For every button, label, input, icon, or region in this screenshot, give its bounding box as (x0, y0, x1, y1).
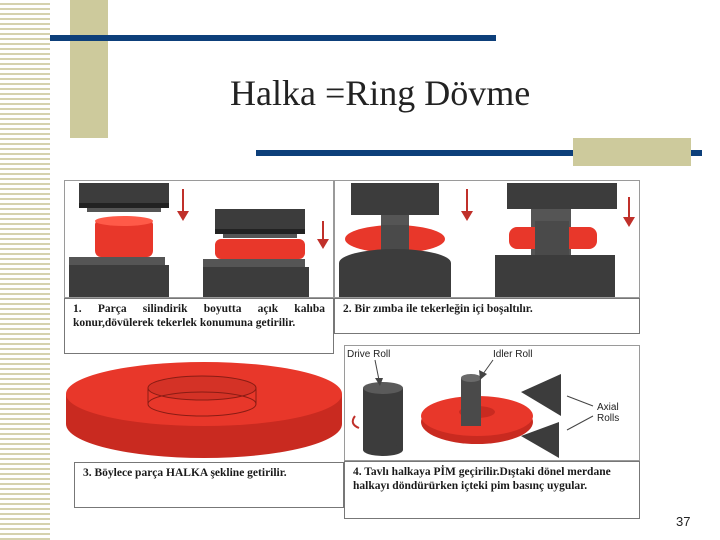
olive-accent-top (70, 0, 108, 138)
striped-sidebar (0, 0, 50, 540)
figure-panel-1 (64, 180, 334, 298)
title-rule-bottom (256, 150, 702, 156)
caption-step-3: 3. Böylece parça HALKA şekline getirilir… (74, 462, 344, 508)
title-rule-top (50, 35, 496, 41)
open-die-forging-illustration (69, 183, 329, 297)
figure-panel-4: Drive Roll Idler Roll Axial Rolls (344, 345, 640, 461)
slide-title: Halka =Ring Dövme (230, 73, 531, 113)
caption-step-4: 4. Tavlı halkaya PİM geçirilir.Dıştaki d… (344, 461, 640, 519)
ring-rolling-illustration (351, 359, 594, 458)
caption-step-2: 2. Bir zımba ile tekerleğin içi boşaltıl… (334, 298, 640, 334)
label-axial-rolls: Axial Rolls (597, 402, 620, 424)
caption-step-1: 1. Parça silindirik boyutta açık kalıba … (64, 298, 334, 354)
punching-illustration (339, 183, 635, 297)
label-idler-roll: Idler Roll (493, 349, 533, 360)
ring-illustration (66, 362, 342, 458)
figure-panel-2 (334, 180, 640, 298)
label-drive-roll: Drive Roll (347, 349, 391, 360)
figure-panel-3 (64, 354, 344, 462)
page-number: 37 (676, 514, 691, 529)
olive-accent-bottom (573, 138, 691, 166)
